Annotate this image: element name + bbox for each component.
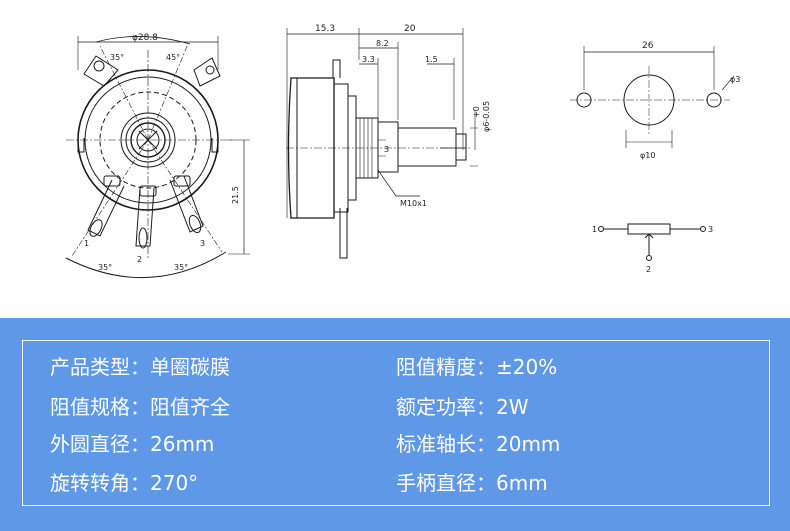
- side-dim-3: 3: [384, 145, 389, 154]
- side-dim-153: 15.3: [315, 24, 335, 34]
- pin2-label: 2: [137, 255, 142, 264]
- spec-handle-dia: 手柄直径：6mm: [396, 471, 548, 495]
- side-shaft-tol: +0: [472, 106, 481, 118]
- side-dim-20: 20: [404, 24, 416, 34]
- spec-panel: 产品类型：单圈碳膜 阻值精度：±20% 阻值规格：阻值齐全 额定功率：2W 外圆…: [0, 318, 790, 531]
- side-thread-label: M10x1: [400, 199, 427, 208]
- spec-product-type: 产品类型：单圈碳膜: [50, 355, 230, 379]
- front-angle-bot2: 35°: [174, 263, 188, 272]
- spec-rotation: 旋转转角：270°: [50, 471, 199, 495]
- side-dim-33: 3.3: [362, 55, 375, 64]
- schem-pin1: 1: [592, 225, 597, 234]
- schematic: [598, 223, 706, 261]
- spec-shaft-length: 标准轴长：20mm: [396, 432, 561, 456]
- side-dim-15: 1.5: [425, 55, 438, 64]
- pin3-label: 3: [200, 239, 205, 248]
- mount-center-dia: φ10: [640, 151, 655, 160]
- spec-power: 额定功率：2W: [396, 395, 529, 419]
- side-shaft-dia: φ6-0.05: [482, 101, 491, 132]
- technical-drawing: φ28.8 35° 45° 35° 35° 21.5 1 2 3 15.3 20…: [65, 24, 740, 278]
- spec-resistance: 阻值规格：阻值齐全: [50, 395, 230, 419]
- mount-dim-26: 26: [642, 41, 654, 51]
- schem-pin3: 3: [708, 225, 713, 234]
- schem-pin2: 2: [646, 265, 651, 274]
- front-angle-top1: 35°: [110, 53, 124, 62]
- side-dim-82: 8.2: [376, 39, 389, 48]
- spec-box: [22, 340, 770, 506]
- front-height-label: 21.5: [231, 186, 240, 204]
- pin1-label: 1: [84, 239, 89, 248]
- spec-accuracy: 阻值精度：±20%: [396, 355, 558, 379]
- mount-view: [570, 46, 735, 148]
- front-dia-label: φ28.8: [132, 33, 158, 43]
- side-view: [286, 28, 478, 259]
- front-angle-top2: 45°: [166, 53, 180, 62]
- mount-hole-dia: φ3: [730, 75, 740, 84]
- spec-outer-dia: 外圆直径：26mm: [50, 432, 215, 456]
- front-angle-bot1: 35°: [98, 263, 112, 272]
- front-view: [65, 36, 250, 278]
